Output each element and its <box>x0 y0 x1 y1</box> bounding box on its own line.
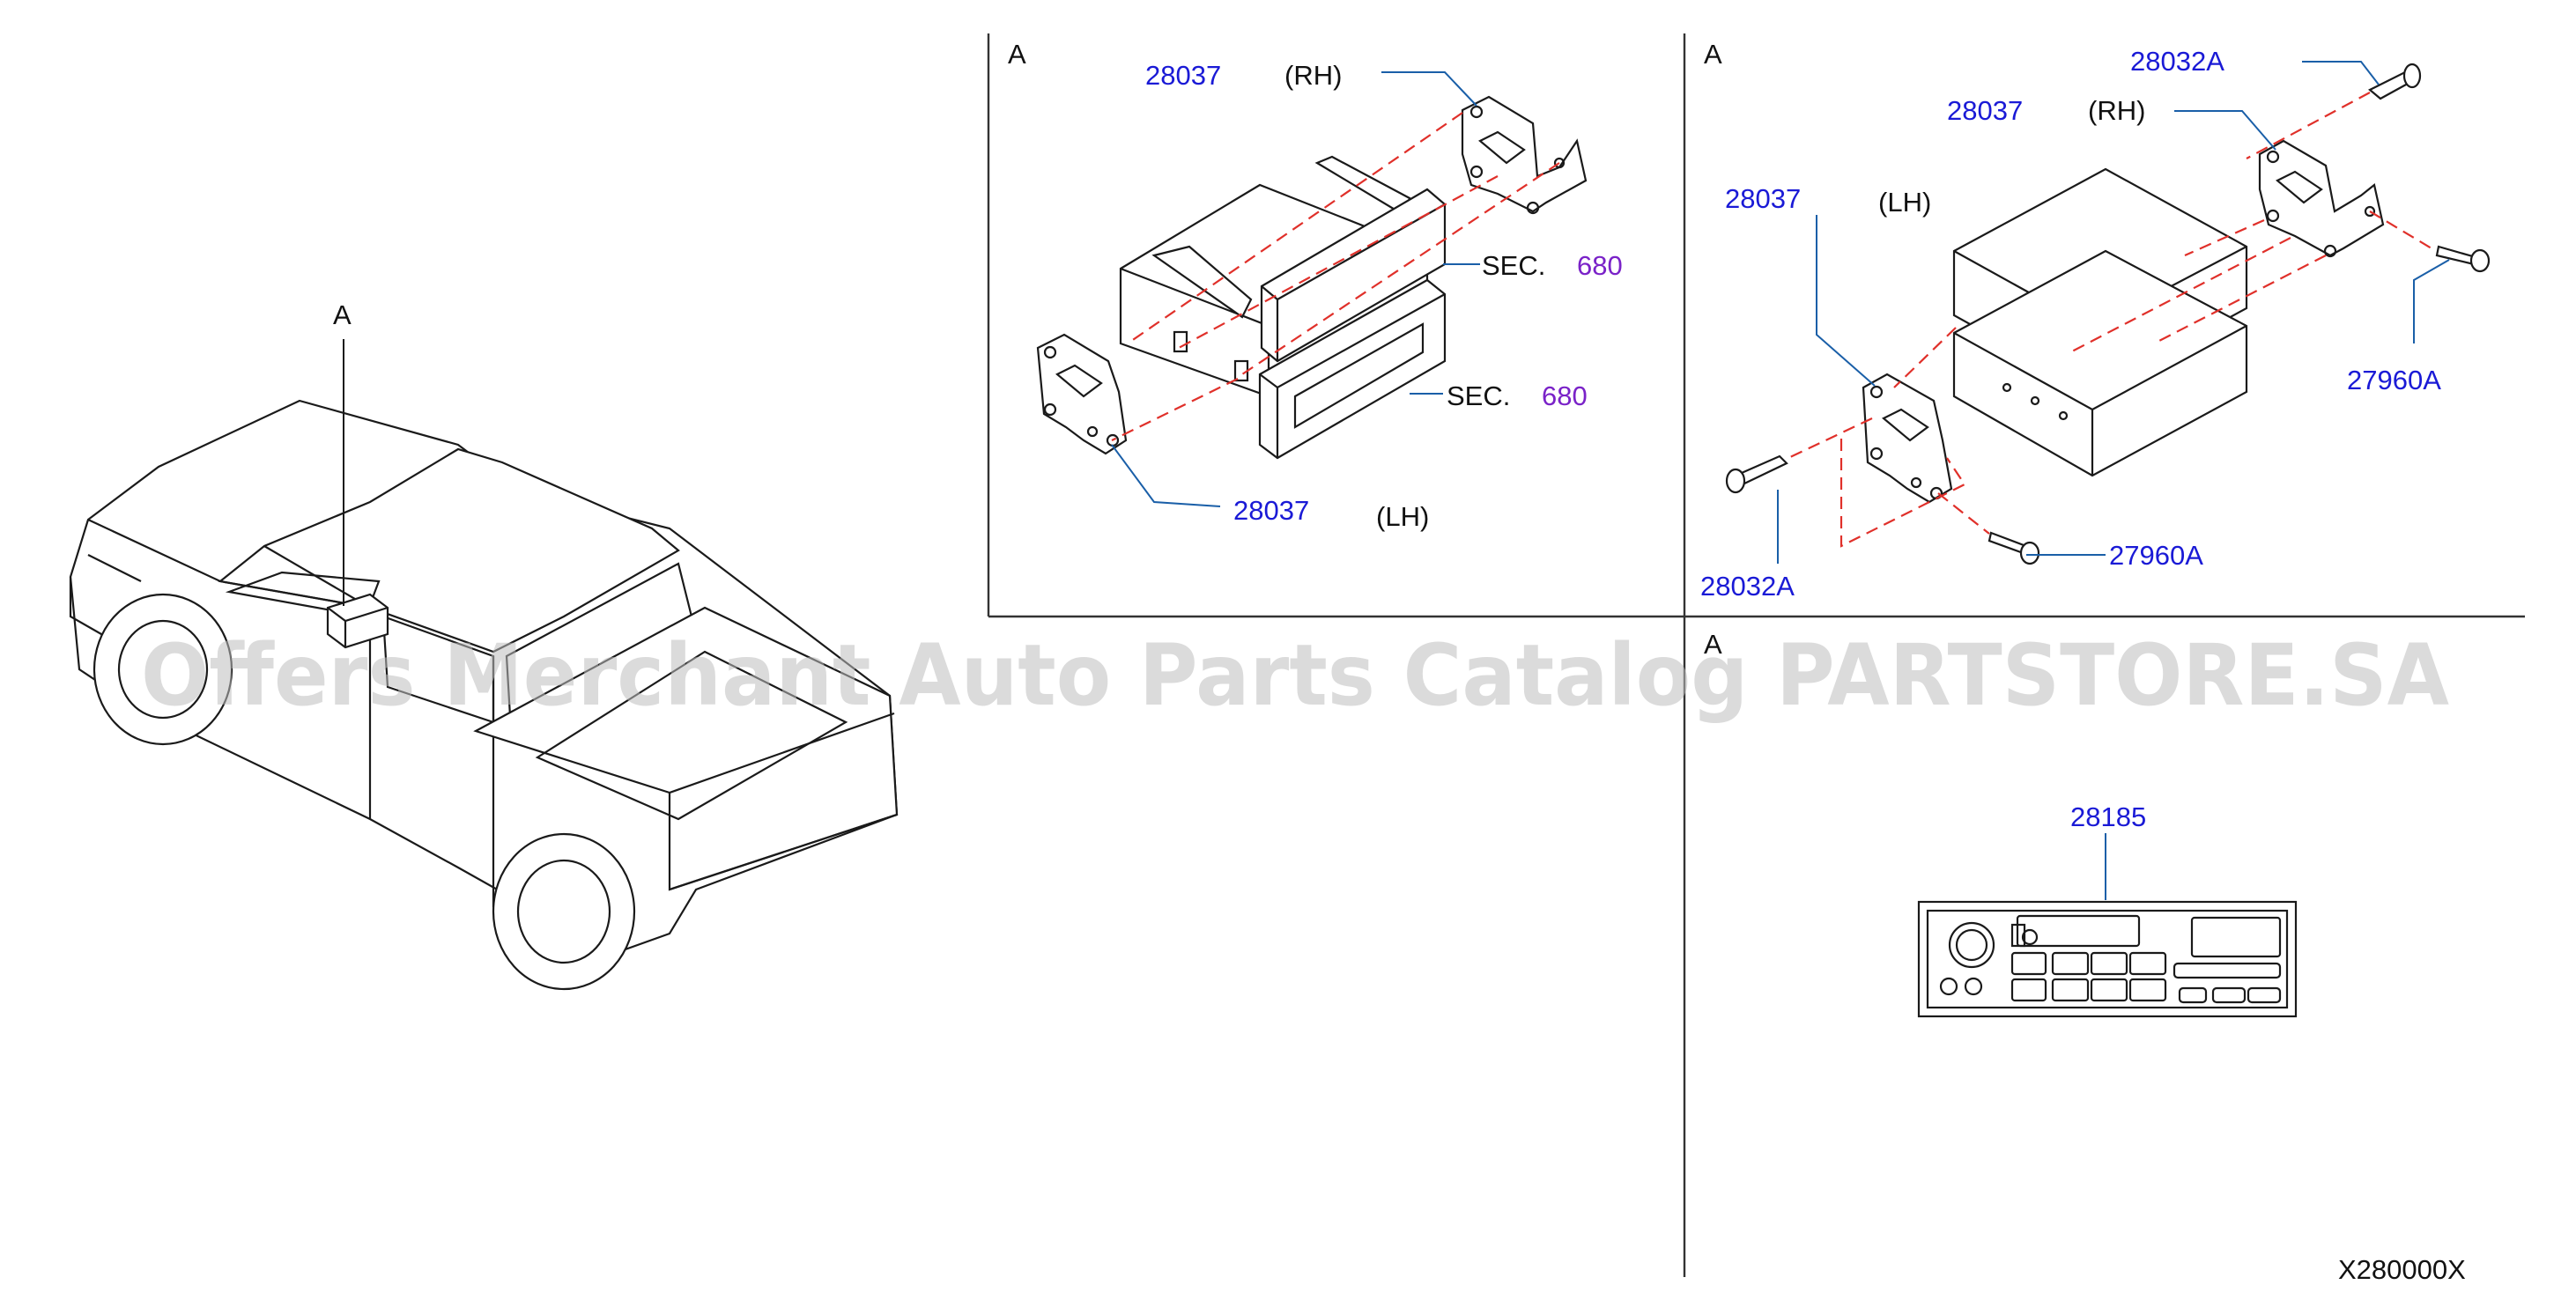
top-right-rh-side: (RH) <box>2088 95 2145 126</box>
top-right-screw-part-top[interactable]: 28032A <box>2130 46 2224 77</box>
top-right-lh-side: (LH) <box>1878 187 1931 218</box>
top-right-lh-bracket-part[interactable]: 28037 <box>1725 183 1801 214</box>
sec-680-lower-text: SEC. <box>1447 380 1510 411</box>
top-right-screw-part-bottom[interactable]: 27960A <box>2109 540 2203 571</box>
panel-frames <box>987 33 2525 1277</box>
diagram-code: X280000X <box>2338 1254 2466 1285</box>
top-left-lh-side: (LH) <box>1376 501 1429 532</box>
sec-680-upper-link[interactable]: 680 <box>1577 250 1623 281</box>
top-right-rh-bracket-part[interactable]: 28037 <box>1947 95 2023 126</box>
sec-680-upper-text: SEC. <box>1482 250 1545 281</box>
truck-callout-label: A <box>333 299 352 330</box>
radio-part-number[interactable]: 28185 <box>2070 801 2146 832</box>
top-left-assembly <box>1036 71 1588 507</box>
top-right-assembly <box>1725 61 2491 565</box>
top-left-rh-side: (RH) <box>1284 60 1342 91</box>
top-left-lh-bracket-part[interactable]: 28037 <box>1233 495 1309 526</box>
panel-top-right-label: A <box>1704 39 1722 70</box>
panel-top-left-label: A <box>1008 39 1026 70</box>
watermark-text: Offers Merchant Auto Parts Catalog PARTS… <box>141 626 2449 725</box>
pickup-truck-illustration <box>69 339 899 991</box>
top-right-screw-part-rh[interactable]: 27960A <box>2347 365 2441 395</box>
radio-head-unit <box>1917 833 2298 1018</box>
top-right-screw-part-left[interactable]: 28032A <box>1700 571 1795 602</box>
sec-680-lower-link[interactable]: 680 <box>1542 380 1588 411</box>
top-left-rh-bracket-part[interactable]: 28037 <box>1145 60 1221 91</box>
panel-bottom-right-label: A <box>1704 629 1722 660</box>
